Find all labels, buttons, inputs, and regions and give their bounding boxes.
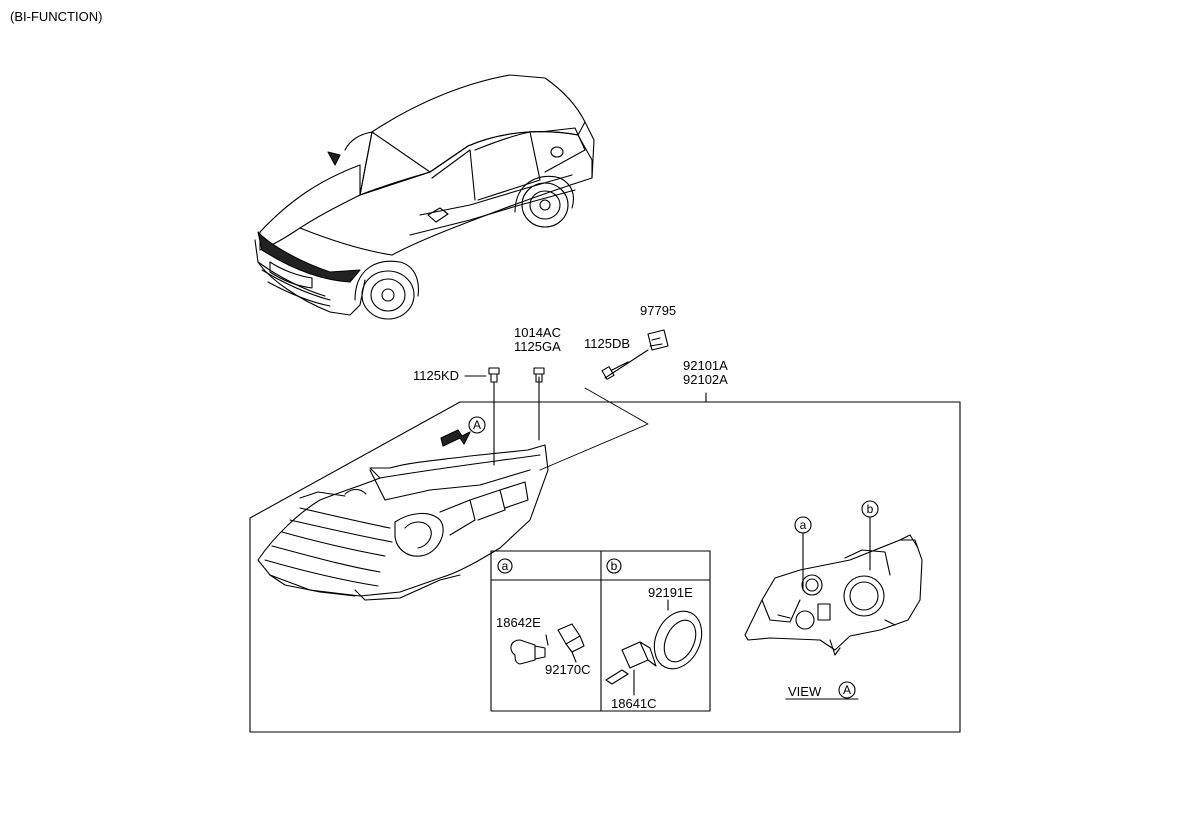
headlamp-assembly xyxy=(257,444,549,601)
assembly-frame xyxy=(249,392,961,733)
label-92102A: 92102A xyxy=(683,372,728,387)
label-92191E: 92191E xyxy=(648,585,693,600)
clip-97795-icon xyxy=(647,329,669,351)
screw-1125KD-icon xyxy=(488,367,500,383)
diagram-variant-title: (BI-FUNCTION) xyxy=(10,9,103,24)
label-1125KD: 1125KD xyxy=(413,368,460,383)
label-92101A: 92101A xyxy=(683,358,728,373)
view-label: VIEW xyxy=(788,684,822,699)
rear-view-drawing xyxy=(744,500,923,656)
car-illustration xyxy=(254,74,595,320)
label-1014AC: 1014AC xyxy=(514,325,561,340)
label-18641C: 18641C xyxy=(611,696,657,711)
detail-b-marker: b xyxy=(611,559,618,573)
label-18642E: 18642E xyxy=(496,615,541,630)
screw-1125GA-icon xyxy=(533,367,545,383)
socket-92170C-icon xyxy=(557,623,585,663)
rear-marker-a: a xyxy=(800,518,807,532)
bulb-18641C-icon xyxy=(605,641,657,696)
view-marker-A: A xyxy=(843,683,851,697)
label-97795: 97795 xyxy=(640,303,677,318)
cap-92191E-icon xyxy=(653,599,703,670)
label-1125GA: 1125GA xyxy=(514,339,561,354)
detail-a-marker: a xyxy=(502,559,509,573)
bulb-18642E-icon xyxy=(510,634,549,665)
arrow-marker-A: A xyxy=(473,418,481,432)
rear-marker-b: b xyxy=(867,502,874,516)
label-1125DB: 1125DB xyxy=(584,336,631,351)
screw-1125DB-icon xyxy=(601,361,629,380)
label-92170C: 92170C xyxy=(545,662,591,677)
detail-box xyxy=(490,550,711,712)
